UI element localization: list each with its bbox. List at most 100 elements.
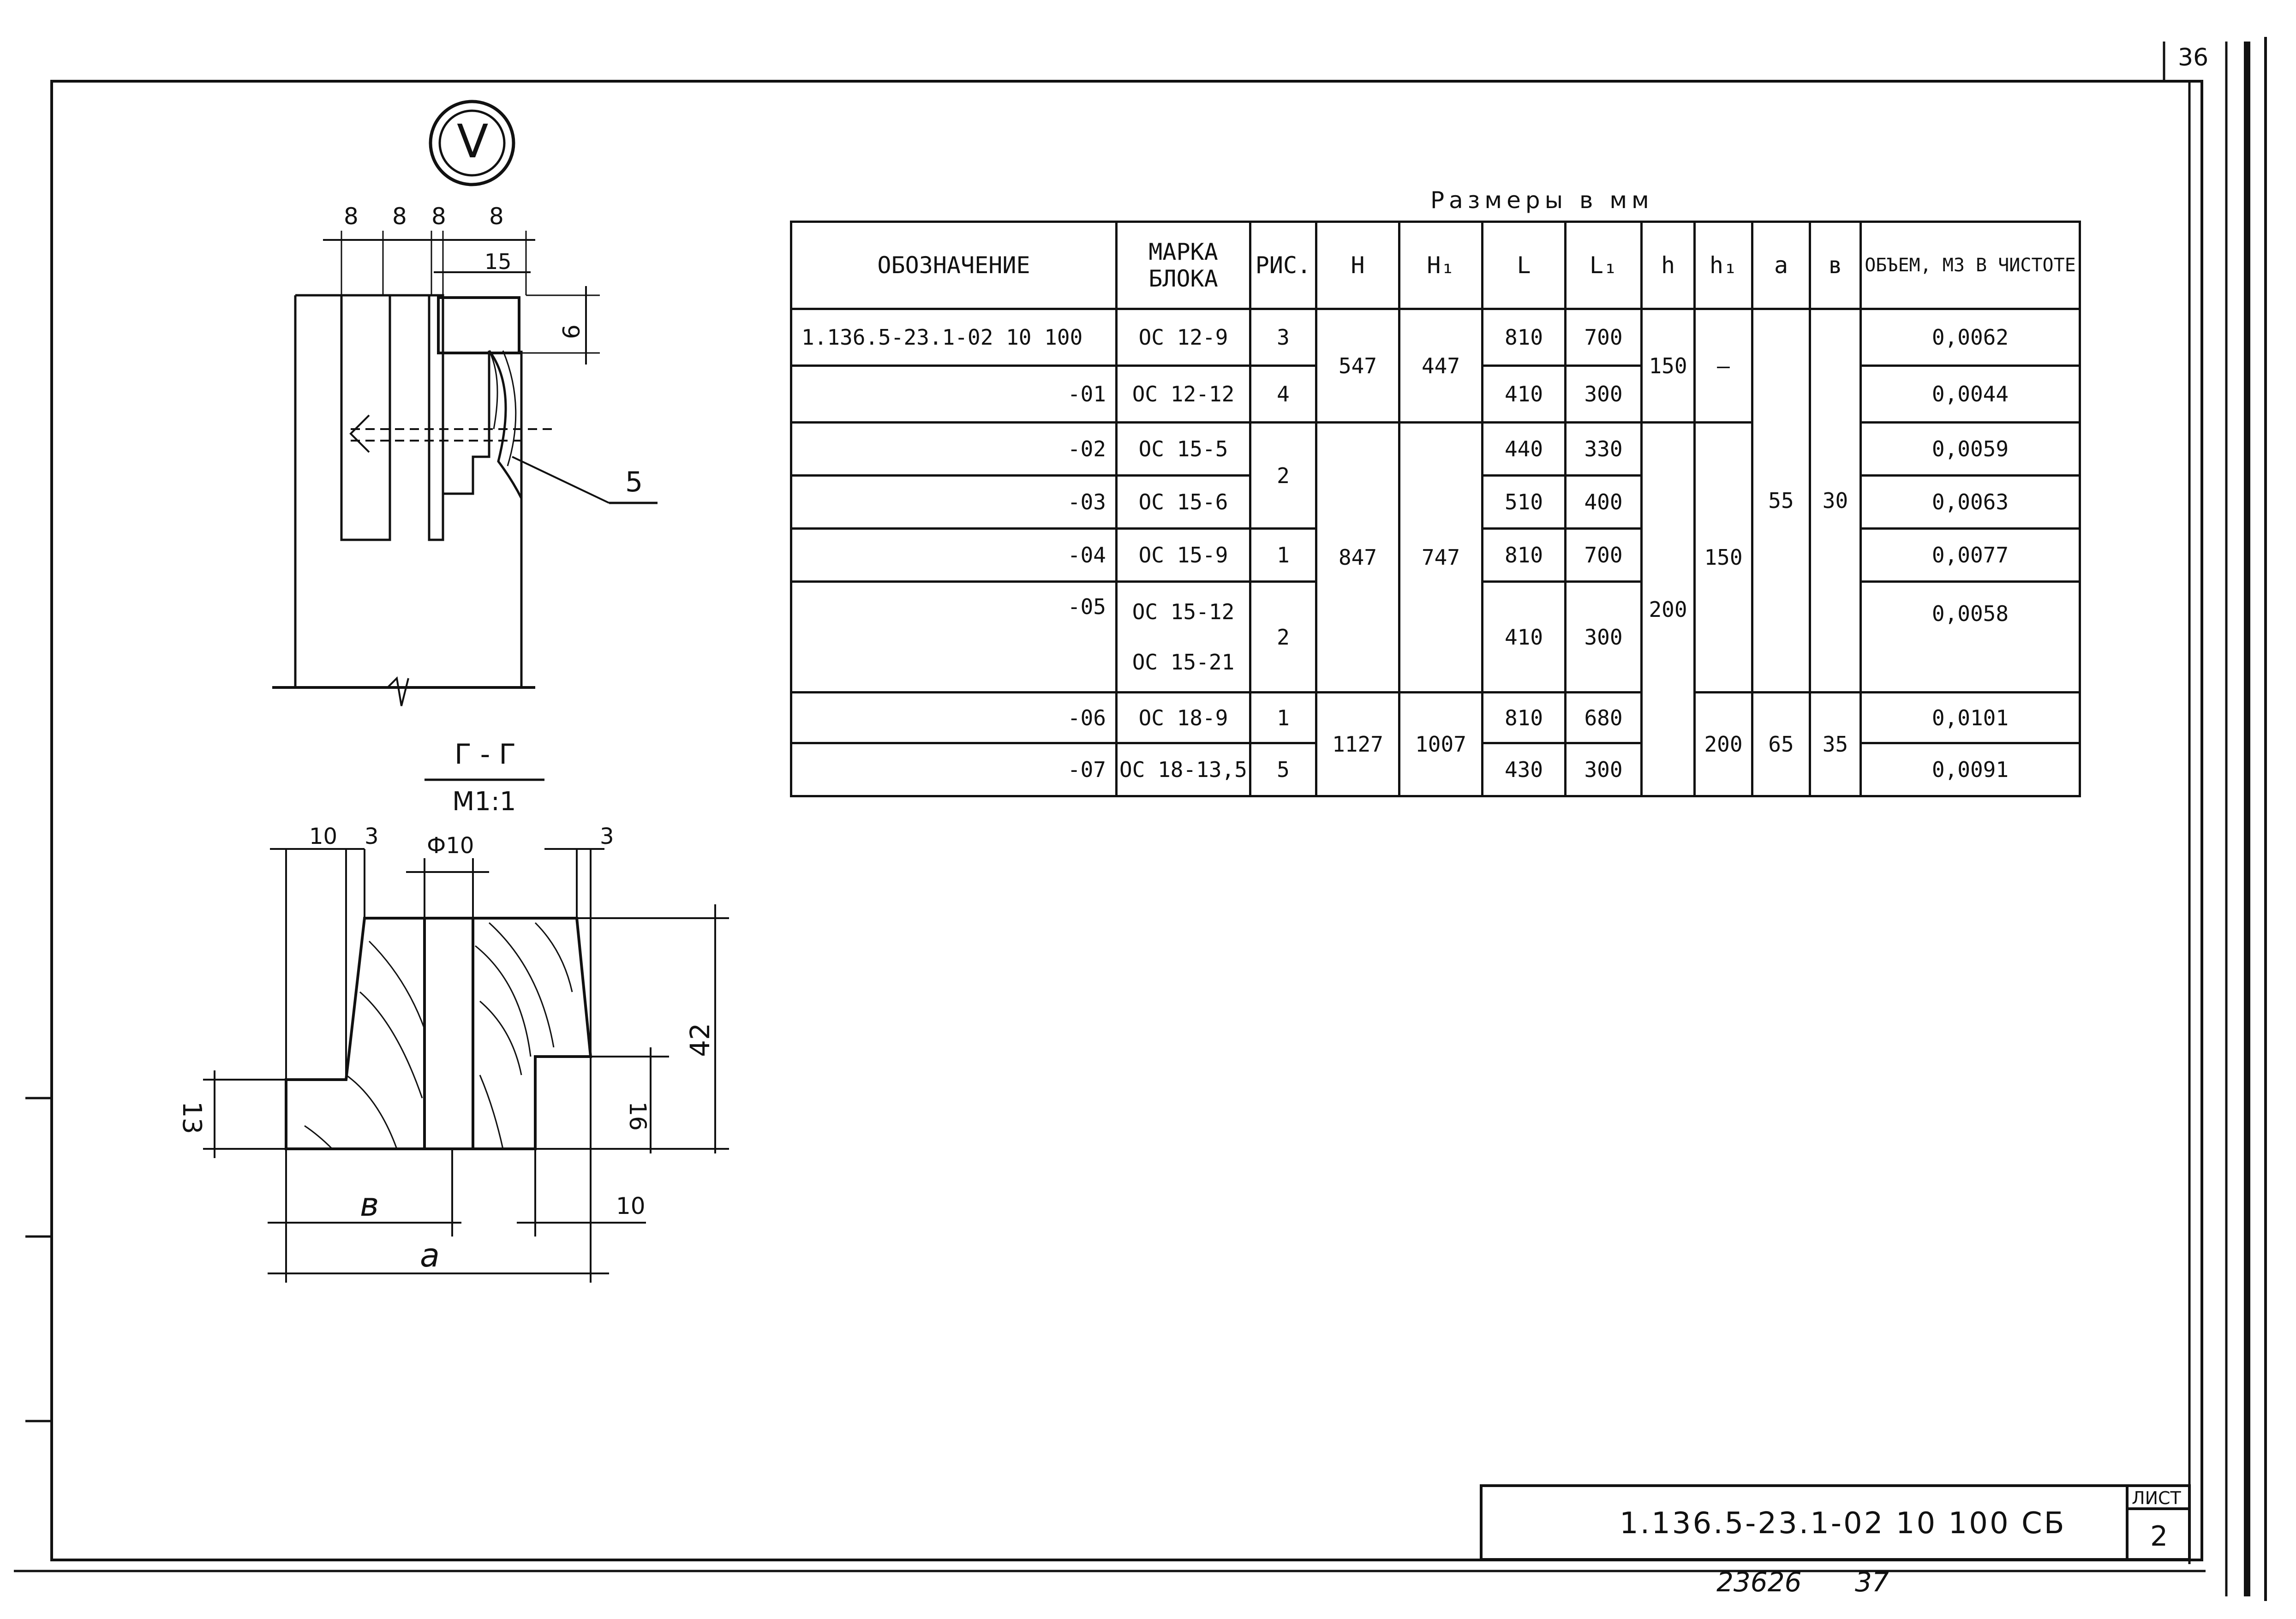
table-row: -01 ОС 12-12 4 410 300 0,0044 [790,364,2081,424]
row-designation: 1.136.5-23.1-02 10 100 [790,308,1118,367]
table-row: 1.136.5-23.1-02 10 100 ОС 12-9 3 547 447… [790,308,2081,693]
section-drawing [203,778,729,1283]
row-designation: -05 [790,580,1118,693]
row-fig: 1 [1249,691,1317,744]
row-volume: 0,0091 [1860,742,2081,797]
dim-3-left: 3 [365,824,379,849]
cell-fig-2: 2 [1249,421,1317,530]
dim-13: 13 [177,1101,207,1135]
table-row: -06 ОС 18-9 1 1127 1007 810 680 200 65 3… [790,691,2081,797]
title-block-code: 1.136.5-23.1-02 10 100 СБ [1620,1506,2066,1541]
row-L1: 700 [1564,527,1643,583]
inventory-number: 23626 [1716,1566,1802,1598]
cell-a-55: 55 [1751,308,1811,693]
dim-b-label: в [360,1186,379,1224]
sheet-label: ЛИСТ [2132,1488,2181,1508]
header-H1: H₁ [1398,221,1483,310]
row-mark: ОС 18-13,5 [1115,742,1251,797]
row-designation: -01 [790,364,1118,424]
row-L: 810 [1481,308,1567,367]
row-mark: ОС 15-6 [1115,474,1251,530]
specification-table: ОБОЗНАЧЕНИЕ МАРКА БЛОКА РИС. H H₁ L L₁ h… [790,221,2081,797]
row-L1: 400 [1564,474,1643,530]
dim-16: 16 [624,1101,651,1131]
row-L1: 300 [1564,580,1643,693]
row-L1: 300 [1564,742,1643,797]
row-L1: 700 [1564,308,1643,367]
row-mark: ОС 12-12 [1115,364,1251,424]
row-L: 410 [1481,580,1567,693]
row-fig: 1 [1249,527,1317,583]
dim-15: 15 [484,249,512,274]
cell-H-1127: 1127 [1315,691,1400,797]
header-volume: ОБЪЕМ, М3 В ЧИСТОТЕ [1860,221,2081,310]
row-mark: ОС 12-9 [1115,308,1251,367]
row-fig: 5 [1249,742,1317,797]
cell-b-35: 35 [1809,691,1862,797]
section-title: Г - Г [454,738,516,771]
row-mark-line1: ОС 15-12 [1132,599,1235,624]
cell-H-547: 547 [1315,308,1400,424]
row-L: 440 [1481,421,1567,477]
cell-h1-dash: — [1693,308,1753,424]
header-mark: МАРКА БЛОКА [1115,221,1251,310]
row-L: 410 [1481,364,1567,424]
table-header-row: ОБОЗНАЧЕНИЕ МАРКА БЛОКА РИС. H H₁ L L₁ h… [790,221,2081,310]
dim-hole: Ф10 [427,833,474,859]
row-L: 510 [1481,474,1567,530]
table-row: -07 ОС 18-13,5 5 430 300 0,0091 [790,742,2081,797]
header-b: в [1809,221,1862,310]
header-fig: РИС. [1249,221,1317,310]
cell-h-150: 150 [1640,308,1696,424]
row-L1: 680 [1564,691,1643,744]
title-block-frame [1480,1484,2191,1561]
page-number: 37 [1855,1566,1889,1598]
dim-10-top: 10 [309,824,338,849]
cell-h1-150: 150 [1693,421,1753,693]
dim-8-a: 8 [344,203,359,230]
row-mark: ОС 15-9 [1115,527,1251,583]
detail-view-drawing [272,231,658,706]
callout-5: 5 [625,466,643,498]
row-L1: 330 [1564,421,1643,477]
table-row: -02 ОС 15-5 2 847 747 440 330 200 150 0,… [790,421,2081,797]
sheet-frame [14,37,2267,1601]
row-L1: 300 [1564,364,1643,424]
row-volume: 0,0077 [1860,527,2081,583]
header-L1: L₁ [1564,221,1643,310]
row-designation: -03 [790,474,1118,530]
row-designation: -04 [790,527,1118,583]
header-h: h [1640,221,1696,310]
cell-H-847: 847 [1315,421,1400,693]
dim-8-d: 8 [489,203,504,230]
table-row: -04 ОС 15-9 1 810 700 0,0077 [790,527,2081,583]
cell-H1-447: 447 [1398,308,1483,424]
view-marker-label: V [457,114,489,168]
view-marker [429,100,515,186]
row-L: 810 [1481,691,1567,744]
header-L: L [1481,221,1567,310]
row-mark-line2: ОС 15-21 [1132,650,1235,675]
header-h1: h₁ [1693,221,1753,310]
dim-8-b: 8 [392,203,407,230]
table-row: -03 ОС 15-6 510 400 0,0063 [790,474,2081,530]
cell-h1-200: 200 [1693,691,1753,797]
row-mark: ОС 15-12 ОС 15-21 [1115,580,1251,693]
row-volume: 0,0101 [1860,691,2081,744]
dim-42: 42 [684,1023,716,1057]
table-row: -05 ОС 15-12 ОС 15-21 2 410 300 0,0058 [790,580,2081,693]
cell-H1-747: 747 [1398,421,1483,693]
row-volume: 0,0058 [1860,580,2081,693]
row-volume: 0,0062 [1860,308,2081,367]
row-L: 430 [1481,742,1567,797]
cell-H1-1007: 1007 [1398,691,1483,797]
section-scale: М1:1 [452,787,516,817]
sheet-number: 2 [2150,1520,2168,1553]
row-designation: -07 [790,742,1118,797]
table-caption: Размеры в мм [1430,187,1654,214]
dim-9: 9 [556,324,584,339]
cell-a-65: 65 [1751,691,1811,797]
row-mark: ОС 15-5 [1115,421,1251,477]
dim-a-label: а [420,1237,440,1274]
